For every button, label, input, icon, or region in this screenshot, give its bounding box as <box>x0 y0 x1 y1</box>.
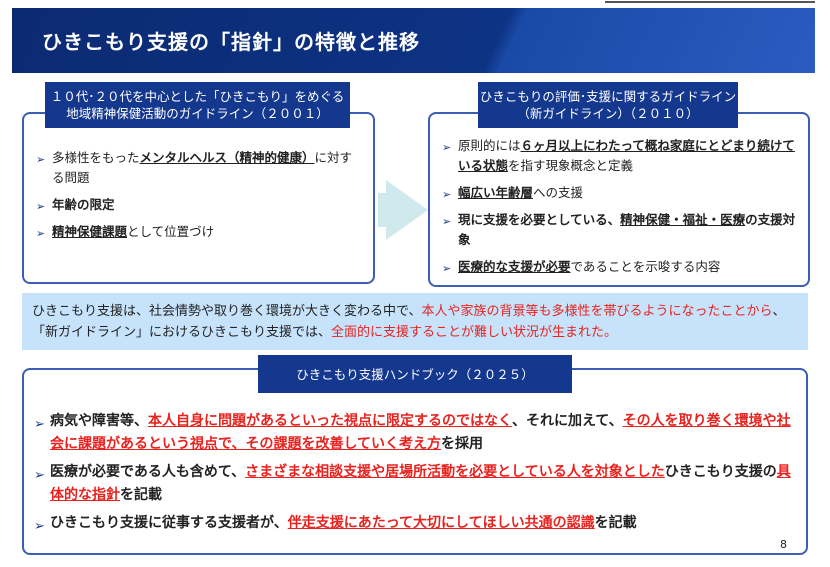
handbook-label: ひきこもり支援ハンドブック（２０２５） <box>258 355 572 393</box>
bullet-item: 病気や障害等、本人自身に問題があるといった視点に限定するのではなく、それに加えて… <box>34 410 792 456</box>
text-segment: メンタルヘルス（精神的健康） <box>139 150 315 165</box>
summary-text: ひきこもり支援は、社会情勢や取り巻く環境が大きく変わる中で、本人や家族の背景等も… <box>32 301 798 343</box>
text-segment: 医療が必要である人も含めて、 <box>50 464 246 480</box>
text-segment: を記載 <box>594 515 637 531</box>
text-segment: 本人自身に問題があるといった視点に限定するのではなく <box>148 413 512 429</box>
text-segment: 精神保健・福祉・医療 <box>620 212 746 227</box>
text-segment: を指す現象概念と定義 <box>508 158 634 173</box>
text-segment: 現に支援を必要としている、 <box>458 212 621 227</box>
text-segment: 、それに加えて、 <box>512 413 623 429</box>
label-line: 地域精神保健活動のガイドライン（２００１） <box>66 106 329 121</box>
text-segment: 原則的には <box>458 138 521 153</box>
text-segment: として位置づけ <box>127 224 215 239</box>
bullet-item: 現に支援を必要としている、精神保健・福祉・医療の支援対象 <box>442 210 796 250</box>
right-bullet-list: 原則的には６ヶ月以上にわたって概ね家庭にとどまり続けている状態を指す現象概念と定… <box>442 136 796 279</box>
text-segment: 、「新ガイドライン」におけるひきこもり支援では、 <box>32 304 786 340</box>
text-segment: 本人や家族の背景等も多様性を帯びるようになったことから <box>421 304 773 319</box>
bullet-item: 医療的な支援が必要であることを示唆する内容 <box>442 257 796 279</box>
handbook-bullet-list: 病気や障害等、本人自身に問題があるといった視点に限定するのではなく、それに加えて… <box>34 410 792 538</box>
bullet-item: 年齢の限定 <box>36 195 359 217</box>
transition-arrow-body <box>378 193 386 227</box>
text-segment: 精神保健課題 <box>52 224 128 239</box>
label-line: （新ガイドライン）（２０１０） <box>517 106 699 121</box>
label-line: ひきこもりの評価･支援に関するガイドライン <box>479 89 737 104</box>
bullet-item: 幅広い年齢層への支援 <box>442 183 796 205</box>
bullet-item: 原則的には６ヶ月以上にわたって概ね家庭にとどまり続けている状態を指す現象概念と定… <box>442 136 796 176</box>
bullet-item: 多様性をもったメンタルヘルス（精神的健康）に対する問題 <box>36 148 359 188</box>
text-segment: さまざまな相談支援や居場所活動を必要としている人を対象とした <box>245 464 665 480</box>
right-arrow-icon <box>386 180 428 240</box>
bullet-item: 精神保健課題として位置づけ <box>36 222 359 244</box>
bullet-item: 医療が必要である人も含めて、さまざまな相談支援や居場所活動を必要としている人を対… <box>34 461 792 507</box>
text-segment: その人を取り巻く環境や社会に課題があるという視点で、その課題を改善していく考え方 <box>50 413 791 452</box>
left-guideline-box: 多様性をもったメンタルヘルス（精神的健康）に対する問題年齢の限定精神保健課題とし… <box>22 112 375 284</box>
label-line: １０代･２０代を中心とした「ひきこもり」をめぐる <box>50 89 345 104</box>
right-guideline-box: 原則的には６ヶ月以上にわたって概ね家庭にとどまり続けている状態を指す現象概念と定… <box>428 112 810 287</box>
right-guideline-label: ひきこもりの評価･支援に関するガイドライン （新ガイドライン）（２０１０） <box>478 82 738 128</box>
page-title: ひきこもり支援の「指針」の特徴と推移 <box>42 30 420 54</box>
text-segment: を記載 <box>120 487 162 503</box>
text-segment: ひきこもり支援に従事する支援者が、 <box>50 515 288 531</box>
left-guideline-label: １０代･２０代を中心とした「ひきこもり」をめぐる 地域精神保健活動のガイドライン… <box>45 82 350 128</box>
text-segment: であることを示唆する内容 <box>570 259 721 274</box>
text-segment: ひきこもり支援は、社会情勢や取り巻く環境が大きく変わる中で、 <box>32 304 422 319</box>
text-segment: 伴走支援にあたって大切にしてほしい共通の認識 <box>287 515 595 531</box>
page-number: 8 <box>780 538 787 551</box>
left-bullet-list: 多様性をもったメンタルヘルス（精神的健康）に対する問題年齢の限定精神保健課題とし… <box>36 148 359 244</box>
summary-banner: ひきこもり支援は、社会情勢や取り巻く環境が大きく変わる中で、本人や家族の背景等も… <box>22 293 808 350</box>
text-segment: 医療的な支援が必要 <box>458 259 571 274</box>
text-segment: 多様性をもった <box>52 150 140 165</box>
text-segment: 幅広い年齢層 <box>458 185 534 200</box>
text-segment: への支援 <box>533 185 584 200</box>
top-rule <box>605 1 815 3</box>
text-segment: 年齢の限定 <box>52 197 115 212</box>
text-segment: 全面的に支援することが難しい状況が生まれた。 <box>331 325 618 340</box>
text-segment: 具体的な指針 <box>50 464 791 503</box>
title-banner: ひきこもり支援の「指針」の特徴と推移 <box>12 8 815 73</box>
text-segment: 病気や障害等、 <box>50 413 148 429</box>
label-line: ひきこもり支援ハンドブック（２０２５） <box>296 366 534 382</box>
text-segment: ひきこもり支援の <box>664 464 777 480</box>
text-segment: の支援対象 <box>458 212 796 247</box>
text-segment: を採用 <box>441 436 484 452</box>
text-segment: ６ヶ月以上にわたって概ね家庭にとどまり続けている状態 <box>458 138 795 173</box>
handbook-box: 病気や障害等、本人自身に問題があるといった視点に限定するのではなく、それに加えて… <box>22 368 808 555</box>
bullet-item: ひきこもり支援に従事する支援者が、伴走支援にあたって大切にしてほしい共通の認識を… <box>34 512 792 538</box>
text-segment: に対する問題 <box>52 150 353 185</box>
